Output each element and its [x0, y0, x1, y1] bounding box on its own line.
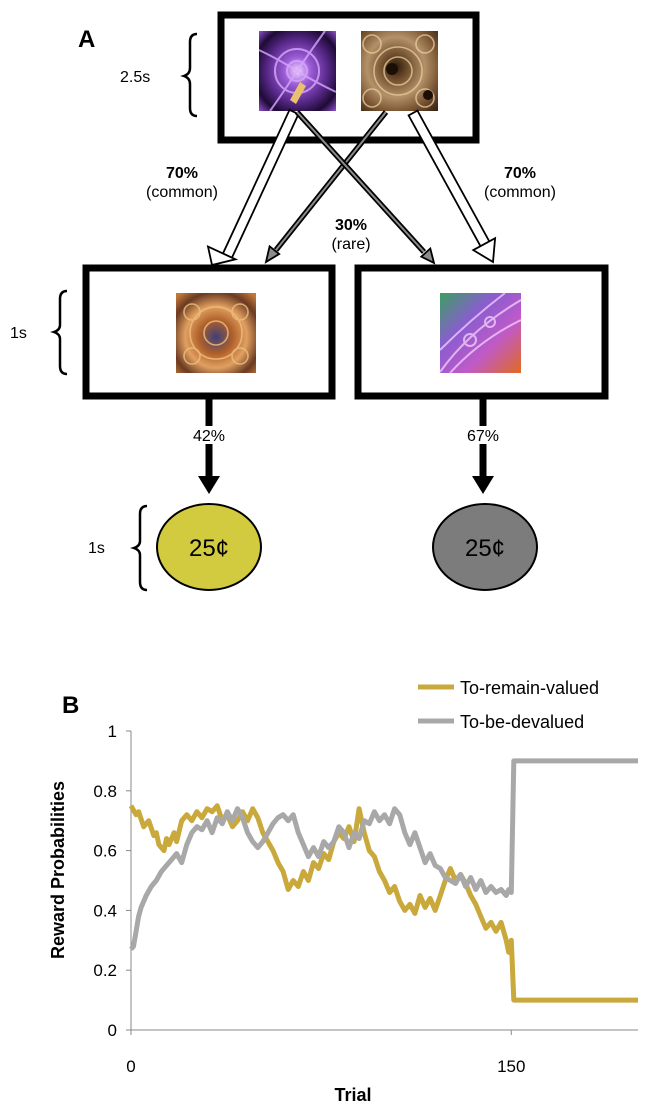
panel-b-label: B: [62, 692, 79, 719]
common-transition-arrow-right: [407, 109, 497, 264]
coin-right: [432, 503, 538, 591]
rare-transition-percent: 30%: [335, 217, 367, 234]
x-tick-label: 0: [126, 1057, 135, 1076]
x-tick-label: 150: [497, 1057, 525, 1076]
rare-transition-arrow-left: [264, 110, 389, 264]
reward-prob-right: 67%: [467, 428, 499, 445]
y-axis-title: Reward Probabilities: [48, 781, 68, 959]
legend-label: To-remain-valued: [460, 678, 599, 698]
left-transition-percent: 70%: [166, 165, 198, 182]
y-tick-labels: 0 0.2 0.4 0.6 0.8 1: [93, 722, 131, 1040]
first-stage-stimulus-left[interactable]: [258, 30, 337, 112]
first-stage-bracket: [180, 32, 198, 118]
left-transition-type: (common): [146, 184, 218, 201]
coin-left-value: 25¢: [189, 535, 229, 562]
second-stage-duration: 1s: [10, 325, 27, 342]
legend-label: To-be-devalued: [460, 712, 584, 732]
y-tick-label: 0.4: [93, 901, 117, 920]
common-transition-arrow-left: [206, 108, 300, 267]
second-stage-stimulus-left[interactable]: [176, 293, 256, 373]
reward-arrow-left: [198, 396, 220, 494]
right-transition-type: (common): [484, 184, 556, 201]
reward-prob-left-bg: [186, 426, 232, 444]
panel-a-label: A: [78, 26, 95, 53]
reward-arrow-right: [472, 396, 494, 494]
series-line-to-be-devalued: [129, 758, 638, 951]
y-tick-label: 0.6: [93, 842, 117, 861]
reward-prob-left: 42%: [193, 428, 225, 445]
rare-transition-arrow-right: [294, 110, 436, 265]
right-transition-percent: 70%: [504, 165, 536, 182]
rare-transition-type: (rare): [331, 236, 370, 253]
first-stage-stimulus-right[interactable]: [361, 31, 438, 111]
x-axis-title: Trial: [334, 1085, 371, 1105]
y-tick-label: 1: [108, 722, 117, 741]
x-tick-labels: 0 150: [126, 1030, 525, 1076]
coin-left: [156, 503, 262, 591]
y-tick-label: 0.2: [93, 961, 117, 980]
y-tick-label: 0: [108, 1021, 117, 1040]
second-stage-bracket: [50, 289, 68, 376]
series-line-to-remain-valued: [128, 803, 638, 1003]
outcome-bracket: [130, 504, 148, 592]
coin-right-value: 25¢: [465, 535, 505, 562]
reward-prob-right-bg: [460, 426, 506, 444]
first-stage-duration: 2.5s: [120, 69, 150, 86]
series-lines: [128, 758, 638, 1003]
outcome-duration: 1s: [88, 540, 105, 557]
y-tick-label: 0.8: [93, 782, 117, 801]
second-stage-stimulus-right[interactable]: [439, 292, 522, 374]
